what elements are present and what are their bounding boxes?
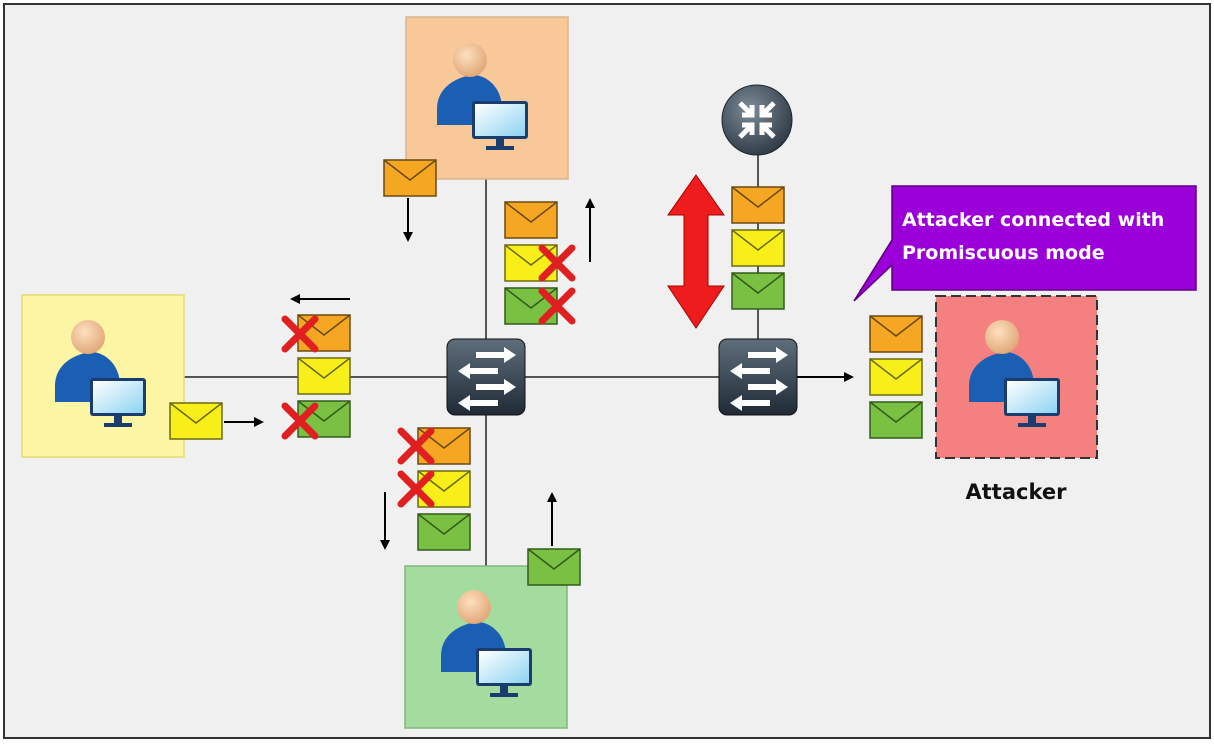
envelope-icon: [383, 159, 437, 197]
attacker-label: Attacker: [966, 480, 1068, 504]
envelope-icon: [297, 357, 351, 395]
envelope-icon: [527, 548, 581, 586]
host-left: [21, 294, 185, 458]
attacker-callout: Attacker connected with Promiscuous mode: [853, 185, 1197, 302]
envelope-icon: [869, 401, 923, 439]
router-icon: [721, 84, 793, 156]
envelope-icon: [731, 272, 785, 310]
envelope-icon: [731, 186, 785, 224]
envelope-icon: [731, 229, 785, 267]
envelope-icon: [417, 513, 471, 551]
host-top: [405, 16, 569, 180]
switch-right-icon: [719, 339, 797, 415]
attacker-host: [935, 295, 1098, 459]
bidirectional-arrow-icon: [667, 174, 725, 329]
envelope-icon: [504, 201, 558, 239]
switch-left-icon: [447, 339, 525, 415]
envelope-icon: [869, 358, 923, 396]
host-bottom: [404, 565, 568, 729]
callout-line-1: Attacker connected with: [902, 209, 1164, 231]
envelope-icon: [169, 402, 223, 440]
envelope-icon: [869, 315, 923, 353]
callout-line-2: Promiscuous mode: [902, 242, 1105, 264]
